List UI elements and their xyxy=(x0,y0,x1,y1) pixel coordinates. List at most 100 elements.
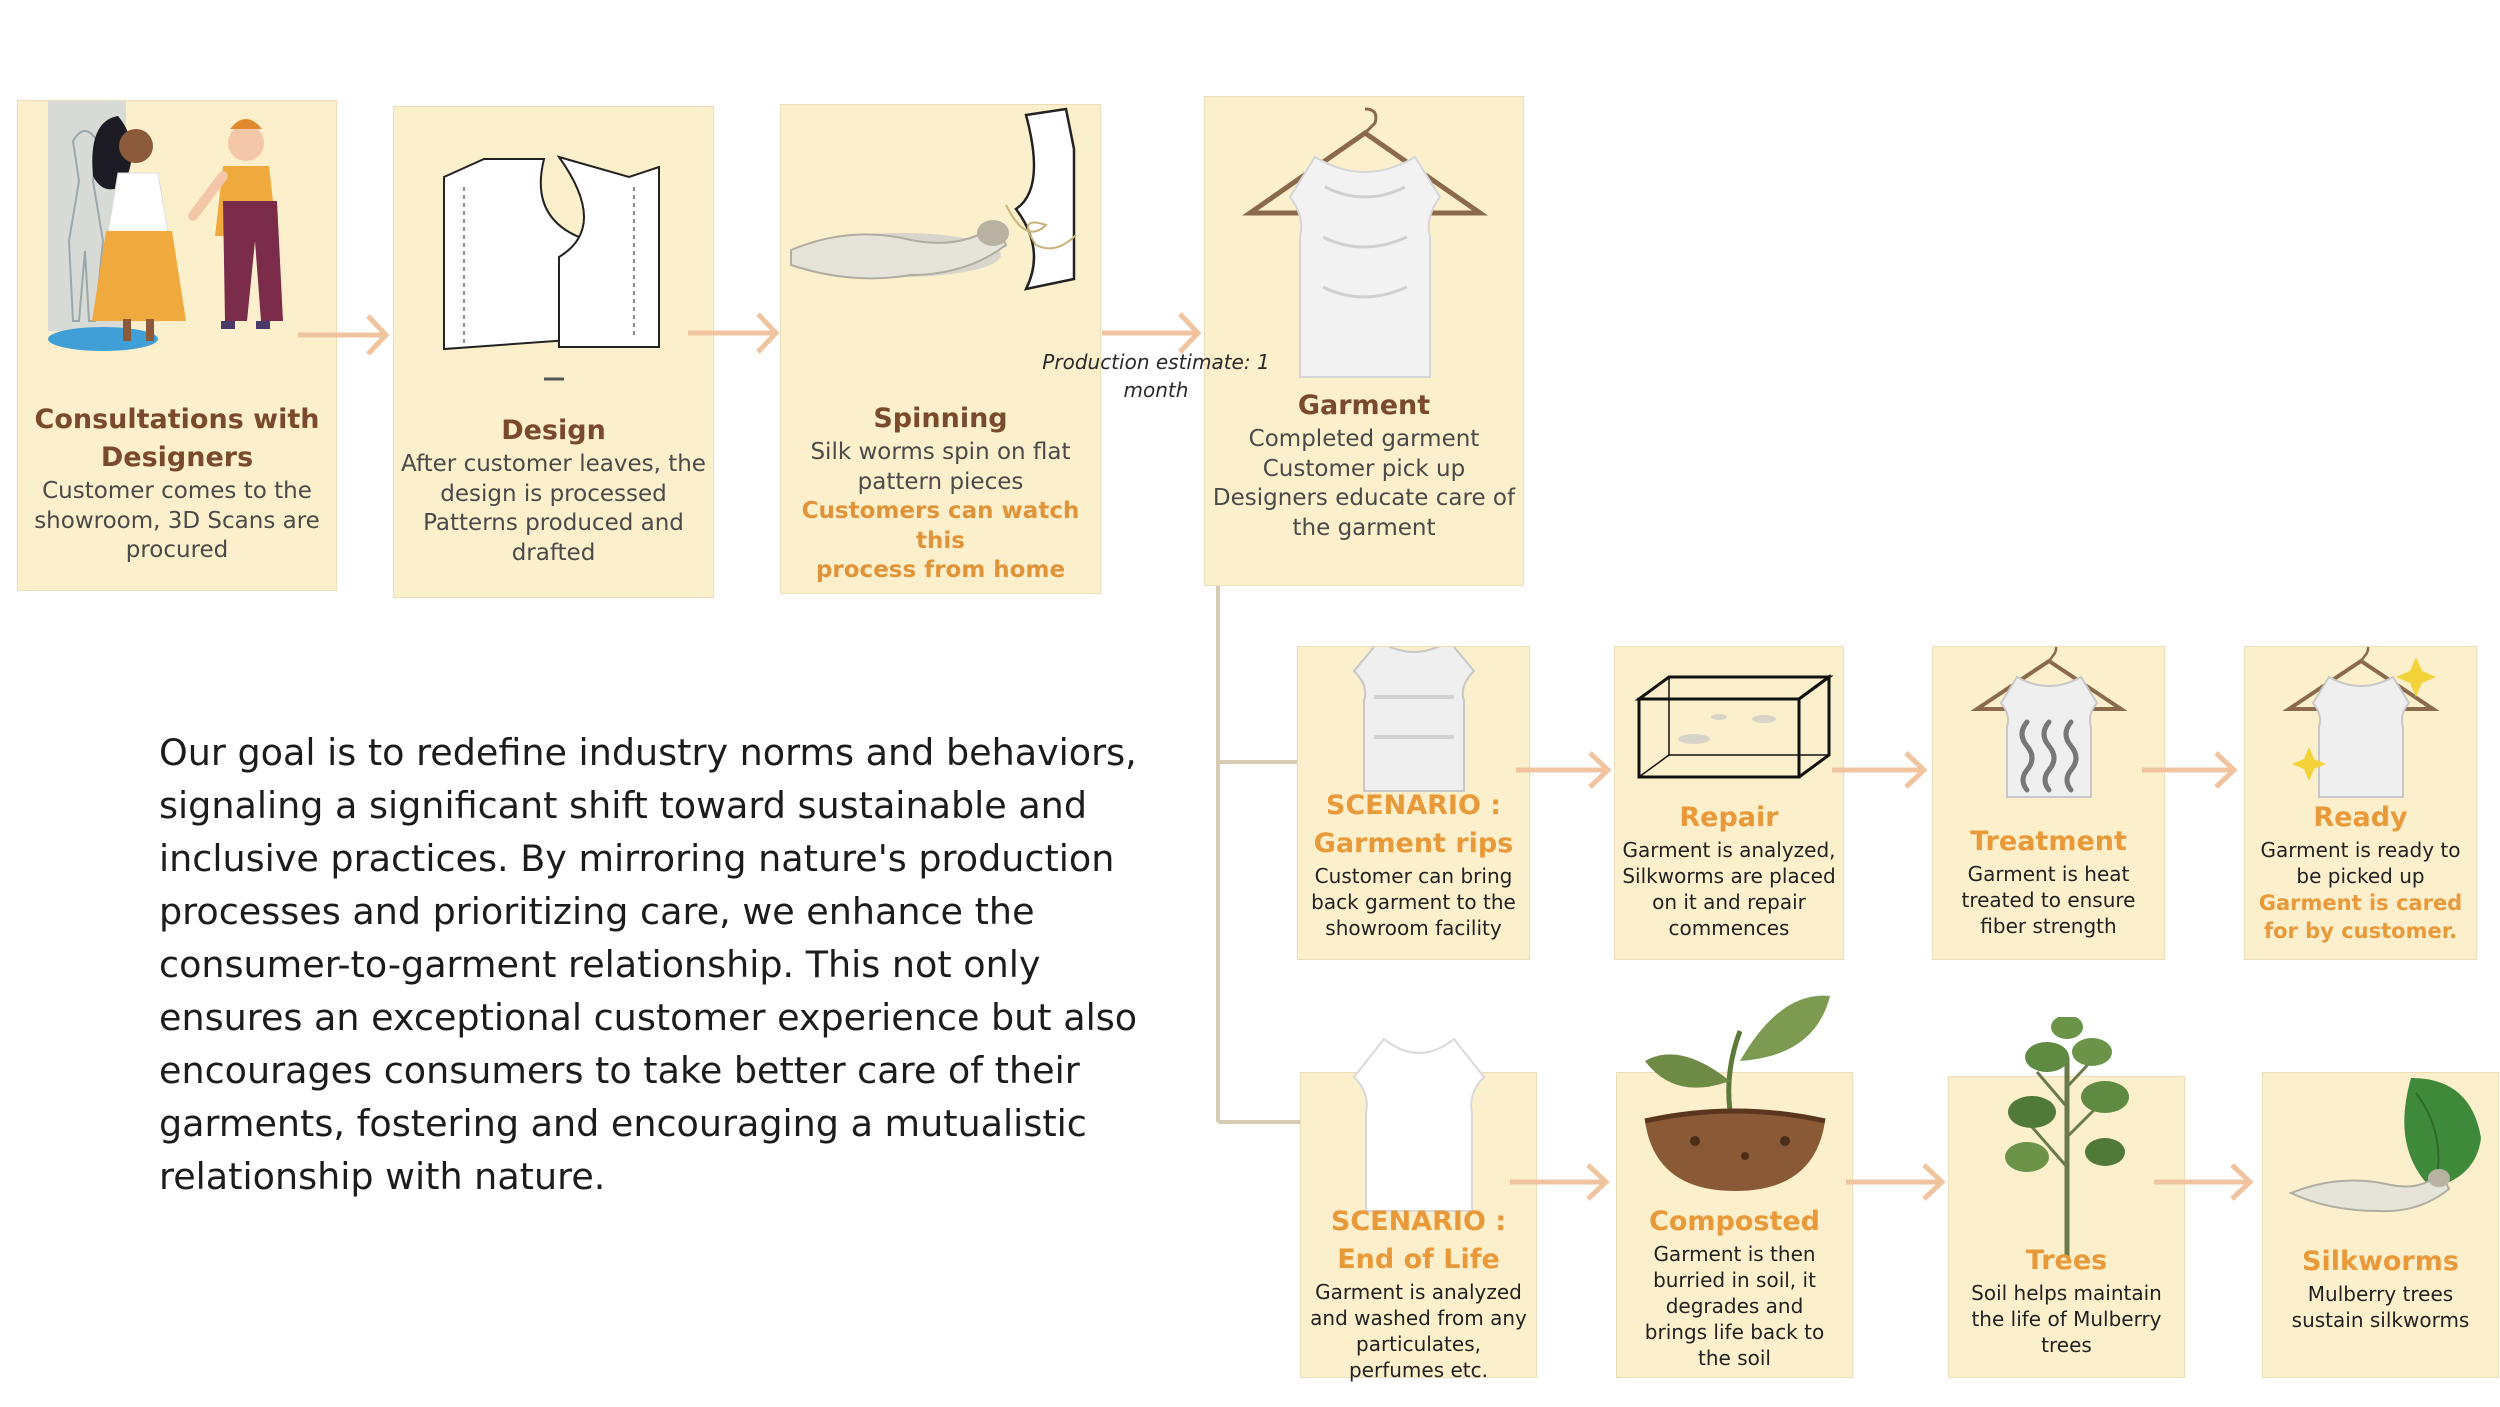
step-title-line: Treatment xyxy=(1970,826,2127,857)
step-text: Design After customer leaves, the design… xyxy=(394,412,713,568)
step-desc-line: showroom, 3D Scans are xyxy=(34,507,320,534)
step-title-line: SCENARIO : xyxy=(1325,790,1502,821)
pattern-pieces-illustration xyxy=(394,147,713,397)
flow-arrow xyxy=(2154,1163,2254,1201)
step-title-line: Consultations with xyxy=(34,404,320,435)
flow-arrow xyxy=(1832,751,1928,789)
silkworm-spinning-illustration xyxy=(781,105,1100,365)
step-desc-line: Customer pick up xyxy=(1262,455,1466,482)
step-desc-line: Garment is heat xyxy=(1967,862,2130,886)
step-desc-line: Customer comes to the xyxy=(42,478,312,504)
step-title-line: End of Life xyxy=(1337,1244,1500,1275)
potted-sprout-illustration xyxy=(1617,991,1852,1201)
goal-line: encourages consumers to take better care… xyxy=(159,1049,1080,1092)
goal-line: signaling a significant shift toward sus… xyxy=(159,784,1087,827)
step-card-silkworms: Silkworms Mulberry trees sustain silkwor… xyxy=(2262,1072,2499,1378)
flow-arrow xyxy=(298,314,390,356)
step-desc-line: on it and repair xyxy=(1652,890,1806,914)
step-desc-line: the life of Mulberry xyxy=(1971,1307,2162,1331)
step-card-treatment: Treatment Garment is heat treated to ens… xyxy=(1932,646,2165,960)
step-desc-line: Garment is analyzed, xyxy=(1622,838,1836,862)
step-desc-line: Garment is then xyxy=(1653,1242,1816,1266)
flow-arrow xyxy=(1846,1163,1946,1201)
garment-on-hanger-illustration xyxy=(1205,97,1523,387)
scenario-card-end-of-life: SCENARIO : End of Life Garment is analyz… xyxy=(1300,1037,1537,1382)
step-desc-line: treated to ensure xyxy=(1961,888,2136,912)
step-desc-line: Patterns produced and xyxy=(423,510,684,536)
step-desc-line: brings life back to xyxy=(1644,1320,1825,1344)
flow-arrow xyxy=(1510,1163,1610,1201)
step-desc-line: Mulberry trees xyxy=(2307,1282,2454,1306)
repair-box-illustration xyxy=(1615,667,1843,787)
step-card-consultations: Consultations with Designers Customer co… xyxy=(17,100,337,591)
step-desc-line: be picked up xyxy=(2296,864,2425,888)
step-desc-line: Designers educate care of xyxy=(1212,485,1516,511)
step-desc-line: design is processed xyxy=(440,480,667,507)
step-title-line: Composted xyxy=(1649,1206,1820,1237)
goal-line: inclusive practices. By mirroring nature… xyxy=(159,837,1115,880)
step-card-garment: Garment Completed garment Customer pick … xyxy=(1204,96,1524,586)
goal-line: consumer-to-garment relationship. This n… xyxy=(159,943,1041,986)
step-card-repair: Repair Garment is analyzed, Silkworms ar… xyxy=(1614,646,1844,960)
step-desc-line: the garment xyxy=(1292,514,1436,541)
mulberry-tree-illustration xyxy=(1949,1017,2184,1257)
goal-line: Our goal is to redefine industry norms a… xyxy=(159,731,1137,774)
step-desc-line: degrades and xyxy=(1665,1294,1804,1318)
garment-illustration xyxy=(1298,647,1529,797)
step-card-ready: Ready Garment is ready to be picked up G… xyxy=(2244,646,2477,960)
goal-line: relationship with nature. xyxy=(159,1155,606,1198)
step-title-line: Repair xyxy=(1679,802,1779,833)
step-desc-line: Garment is analyzed xyxy=(1315,1280,1522,1304)
step-text: Garment Completed garment Customer pick … xyxy=(1205,387,1523,543)
step-title-line: SCENARIO : xyxy=(1330,1206,1507,1237)
flow-arrow xyxy=(2142,751,2238,789)
step-title-line: Garment xyxy=(1297,390,1431,421)
step-text: Ready Garment is ready to be picked up G… xyxy=(2245,799,2476,945)
flow-arrow xyxy=(1516,751,1612,789)
step-desc-line: trees xyxy=(2041,1333,2092,1357)
step-title-line: Trees xyxy=(2025,1245,2108,1276)
step-desc-line: After customer leaves, the xyxy=(401,451,706,477)
consultation-illustration xyxy=(18,101,336,381)
step-text: SCENARIO : Garment rips Customer can bri… xyxy=(1298,787,1529,941)
step-desc-line: burried in soil, it xyxy=(1653,1268,1816,1292)
step-title-line: Spinning xyxy=(873,403,1008,434)
heat-treatment-illustration xyxy=(1933,647,2164,807)
step-text: Repair Garment is analyzed, Silkworms ar… xyxy=(1615,799,1843,941)
step-desc-line: back garment to the xyxy=(1311,890,1516,914)
step-text: Treatment Garment is heat treated to ens… xyxy=(1933,823,2164,939)
step-highlight-line: for by customer. xyxy=(2263,919,2458,943)
step-desc-line: particulates, xyxy=(1356,1332,1481,1356)
step-card-composted: Composted Garment is then burried in soi… xyxy=(1616,995,1853,1378)
scenario-card-garment-rips: SCENARIO : Garment rips Customer can bri… xyxy=(1297,646,1530,960)
step-desc-line: Garment is ready to xyxy=(2260,838,2461,862)
step-text: Silkworms Mulberry trees sustain silkwor… xyxy=(2263,1243,2498,1333)
step-desc-line: showroom facility xyxy=(1325,916,1502,940)
step-desc-line: Silk worms spin on flat xyxy=(810,439,1071,465)
step-desc-line: the soil xyxy=(1698,1346,1771,1370)
step-desc-line: fiber strength xyxy=(1980,914,2117,938)
production-estimate-note: Production estimate: 1 month xyxy=(1042,350,1270,402)
flow-arrow xyxy=(1102,312,1202,354)
step-desc-line: pattern pieces xyxy=(857,468,1024,495)
step-text: Trees Soil helps maintain the life of Mu… xyxy=(1949,1242,2184,1358)
step-desc-line: Customer can bring xyxy=(1314,864,1513,888)
step-title-line: Designers xyxy=(100,442,254,473)
step-desc-line: procured xyxy=(125,537,229,563)
step-highlight-line: process from home xyxy=(815,557,1066,583)
step-title-line: Garment rips xyxy=(1313,828,1514,859)
step-card-spinning: Spinning Silk worms spin on flat pattern… xyxy=(780,104,1101,594)
silkworm-leaf-illustration xyxy=(2263,1073,2498,1233)
goal-line: ensures an exceptional customer experien… xyxy=(159,996,1138,1039)
step-card-trees: Trees Soil helps maintain the life of Mu… xyxy=(1948,1017,2185,1378)
step-desc-line: Soil helps maintain xyxy=(1971,1281,2162,1305)
step-desc-line: drafted xyxy=(511,539,596,566)
step-text: Spinning Silk worms spin on flat pattern… xyxy=(781,400,1100,586)
step-title-line: Ready xyxy=(2313,802,2408,833)
step-text: Composted Garment is then burried in soi… xyxy=(1617,1203,1852,1371)
step-desc-line: Completed garment xyxy=(1248,426,1480,452)
white-garment-illustration xyxy=(1301,1037,1536,1217)
branch-connector xyxy=(1216,586,1300,1124)
step-highlight-line: Garment is cared xyxy=(2258,891,2463,915)
step-desc-line: commences xyxy=(1668,916,1790,940)
